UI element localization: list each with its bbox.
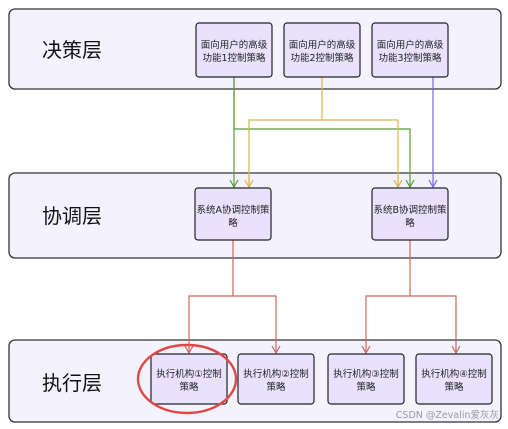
node-exec1-line2: 策略 [179,381,199,393]
func3-edges [428,77,438,189]
node-sysA-line2: 略 [228,217,238,229]
node-func2: 面向用户的高级 功能2控制策略 [283,22,361,78]
node-exec3-line1: 执行机构③控制 [333,368,399,380]
node-func1-line1: 面向用户的高级 [201,39,268,51]
node-exec2-line2: 策略 [266,381,286,393]
node-func2-line1: 面向用户的高级 [289,39,356,51]
node-sysB-line1: 系统B协调控制策 [373,204,447,216]
coordination-layer-title: 协调层 [42,204,102,228]
arrowhead-exec2 [271,345,281,355]
coordination-edges [184,240,461,355]
node-sysA: 系统A协调控制策 略 [194,187,272,241]
arrowhead-func1-sysB [405,179,415,189]
node-exec4: 执行机构④控制 策略 [415,353,493,405]
node-func3-line1: 面向用户的高级 [377,39,444,51]
node-func1-line2: 功能1控制策略 [202,52,266,64]
node-exec3-line2: 策略 [356,381,376,393]
edge-sysA-to-exec1 [188,240,234,352]
decision-layer-title: 决策层 [42,38,102,62]
node-sysB: 系统B协调控制策 略 [371,187,449,241]
node-exec4-line1: 执行机构④控制 [421,368,487,380]
arrowhead-func3-sysB [428,179,438,189]
node-func3: 面向用户的高级 功能3控制策略 [371,22,449,78]
node-sysA-line1: 系统A协调控制策 [197,204,270,216]
node-exec1-line1: 执行机构①控制 [156,368,222,380]
edge-func2-to-sysA [248,77,323,186]
edge-func1-to-sysB [233,77,411,186]
edge-sysB-to-exec3 [365,240,411,352]
arrowhead-exec1 [184,345,194,355]
arrowhead-exec3 [361,345,371,355]
execution-layer-title: 执行层 [42,371,102,395]
watermark: CSDN @Zevalin爱灰灰 [396,409,499,421]
edge-func2-to-sysB [322,119,399,186]
arrowhead-exec4 [451,345,461,355]
highlight-circle [136,343,238,415]
node-func1: 面向用户的高级 功能1控制策略 [195,22,273,78]
node-sysB-line2: 略 [405,217,415,229]
node-exec2: 执行机构②控制 策略 [237,353,315,405]
node-exec2-line1: 执行机构②控制 [243,368,309,380]
node-exec1: 执行机构①控制 策略 [150,353,228,405]
node-func3-line2: 功能3控制策略 [378,52,442,64]
edge-sysA-to-exec2 [233,295,277,352]
node-func2-line2: 功能2控制策略 [290,52,354,64]
arrowhead-func2-sysA [244,179,254,189]
edge-sysB-to-exec4 [410,295,457,352]
arrowhead-func1-sysA [229,179,239,189]
node-exec4-line2: 策略 [444,381,464,393]
node-exec3: 执行机构③控制 策略 [327,353,405,405]
arrowhead-func2-sysB [393,179,403,189]
func1-edges [229,77,415,189]
func2-edges [244,77,403,189]
